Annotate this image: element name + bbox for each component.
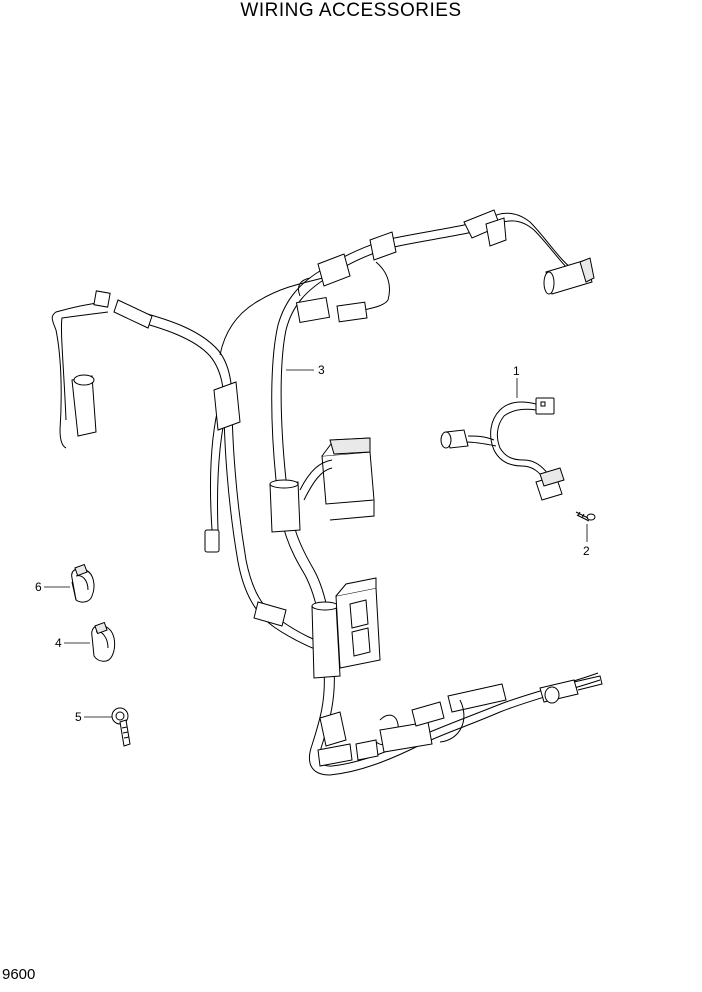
callout-2: 2	[583, 544, 590, 558]
leader-lines	[44, 369, 588, 718]
screw-part-2	[575, 511, 596, 522]
main-harness-part-3	[51, 209, 603, 776]
callout-3: 3	[318, 363, 325, 377]
callout-4: 4	[55, 636, 62, 650]
callout-6: 6	[35, 580, 42, 594]
cable-tie-part-5	[111, 707, 131, 747]
callout-1: 1	[513, 364, 520, 378]
sub-harness-part-1	[440, 397, 565, 501]
callout-5: 5	[75, 710, 82, 724]
cable-clip-part-6	[71, 563, 95, 603]
page-title: WIRING ACCESSORIES	[240, 0, 462, 21]
page-number: 9600	[2, 966, 36, 983]
cable-clip-part-4	[91, 621, 116, 662]
